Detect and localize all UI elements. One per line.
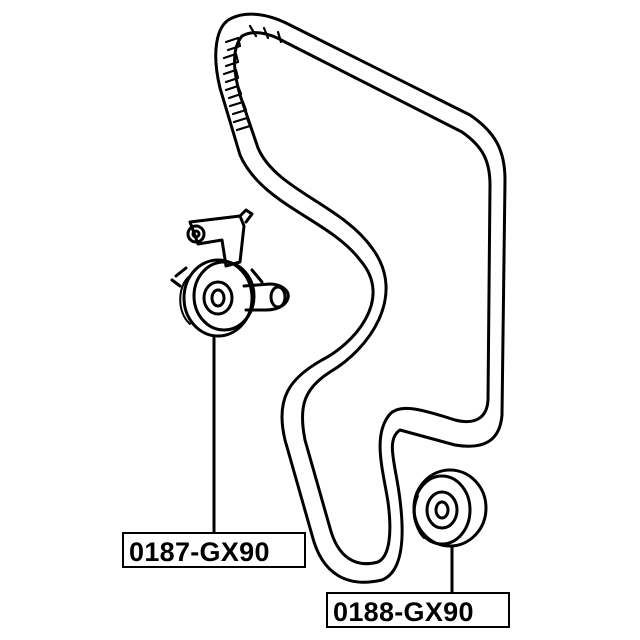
tensioner-pulley-face — [179, 275, 191, 325]
belt-inner-edge — [233, 31, 492, 566]
belt-outer-edge — [214, 12, 507, 584]
timing-belt — [214, 12, 507, 584]
tensioner-assembly[interactable] — [170, 208, 290, 338]
adjuster-arm — [250, 268, 264, 284]
part-label-tensioner[interactable]: 0187-GX90 — [122, 532, 306, 568]
bracket-stud — [238, 208, 254, 224]
idler-pulley-front — [412, 474, 472, 546]
tensioner-pulley-hub — [210, 288, 226, 308]
part-label-idler[interactable]: 0188-GX90 — [326, 592, 510, 628]
tensioner-pulley-rim — [182, 258, 254, 338]
idler-pulley[interactable] — [412, 468, 488, 548]
adjuster-bolt-head — [269, 285, 287, 309]
tensioner-adjuster — [242, 282, 290, 312]
idler-pulley-hub — [434, 500, 450, 520]
tensioner-pulley-bearing — [202, 280, 234, 316]
tensioner-flange — [170, 266, 188, 288]
bracket-bolt — [186, 224, 206, 244]
belt-teeth — [222, 24, 283, 132]
tensioner-pulley-back — [192, 260, 256, 332]
bracket-bolt-center — [191, 229, 201, 239]
idler-pulley-shading — [413, 495, 425, 539]
idler-pulley-bearing — [425, 490, 459, 530]
